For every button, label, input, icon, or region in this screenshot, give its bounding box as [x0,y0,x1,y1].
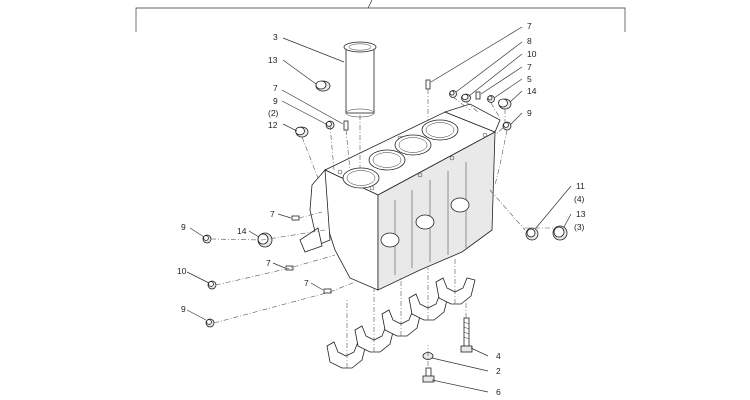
dowel-pin-mid3 [323,288,332,294]
callout-qty-2: (2) [268,108,279,118]
bolt-6 [422,367,435,383]
cylinder-block [299,103,501,291]
cylinder-bore-1-inner [346,170,376,186]
callout-7-left-top: 7 [273,83,278,93]
deck-bolt-hole [482,132,488,138]
callout-13-rt: 13 [576,209,586,219]
crank-boss [415,214,435,230]
plug-9-left2 [205,318,215,328]
dowel-pin-mid1 [291,215,300,221]
frame-bracket [135,7,626,32]
cylinder-liner [343,41,377,118]
callout-labels: 3 13 7 9 (2) 12 7 8 10 7 5 14 9 11 (4) 1… [177,21,586,397]
callout-12: 12 [268,120,278,130]
callout-4-bot: 4 [496,351,501,361]
cap-bolt [460,317,473,353]
callout-2-bot: 2 [496,366,501,376]
callout-3: 3 [273,32,278,42]
plug-12 [295,126,309,138]
liner-top-inner [348,43,372,51]
frame-pointer [367,0,373,9]
callout-10-left: 10 [177,266,187,276]
deck-bolt-hole [337,169,343,175]
callout-7-mid3: 7 [304,278,309,288]
seal-14-left [257,232,273,248]
callout-9-left-top: 9 [273,96,278,106]
callout-10-rt: 10 [527,49,537,59]
seal-14-rt [498,98,512,110]
callout-14-rt: 14 [527,86,537,96]
callout-qty-4: (4) [574,194,585,204]
callout-7-rt2: 7 [527,62,532,72]
block-front-cover [309,169,331,246]
callout-qty-3: (3) [574,222,585,232]
liner-body [345,46,375,114]
deck-bolt-hole [449,155,455,161]
bearing-caps [326,277,476,369]
assembly-lines [210,89,555,368]
block-mount-ear [299,227,323,253]
bearing-cap [435,277,476,305]
plug-9-rt [502,121,512,131]
plug-13-rt [552,225,568,241]
cylinder-bore-3-inner [398,137,428,153]
liner-top-rim [343,41,377,53]
callout-7-mid2: 7 [266,258,271,268]
cylinder-bore-2 [368,149,406,171]
callout-14-left: 14 [237,226,247,236]
cylinder-bore-2-inner [372,152,402,168]
plug-9-left1 [202,234,212,244]
callout-5: 5 [527,74,532,84]
cylinder-bore-1 [342,167,380,189]
dowel-pin-mid2 [285,265,294,271]
plug-10-left [207,280,217,290]
block-rear-flange [443,103,501,133]
plug-8 [449,90,457,98]
crank-boss [450,197,470,213]
callout-6: 6 [496,387,501,397]
dowel-pin-rt2 [475,91,481,100]
cylinder-bore-4 [421,119,459,141]
plug-10-rt [461,93,471,103]
deck-bolt-hole [417,172,423,178]
callout-13-top: 13 [268,55,278,65]
callout-7-mid1: 7 [270,209,275,219]
dowel-pin-rt [425,79,431,90]
crank-boss [380,232,400,248]
dowel-pin [343,120,349,131]
callout-9-left1: 9 [181,222,186,232]
callout-9-rt: 9 [527,108,532,118]
cylinder-bore-4-inner [425,122,455,138]
callout-11: 11 [576,181,585,191]
plug-5 [487,95,495,103]
plug-11 [525,227,539,241]
plug-13-top [315,80,331,92]
callout-7-rt1: 7 [527,21,532,31]
cylinder-bore-3 [394,134,432,156]
callout-8: 8 [527,36,532,46]
leader-lines [186,26,572,393]
callout-9-left2: 9 [181,304,186,314]
